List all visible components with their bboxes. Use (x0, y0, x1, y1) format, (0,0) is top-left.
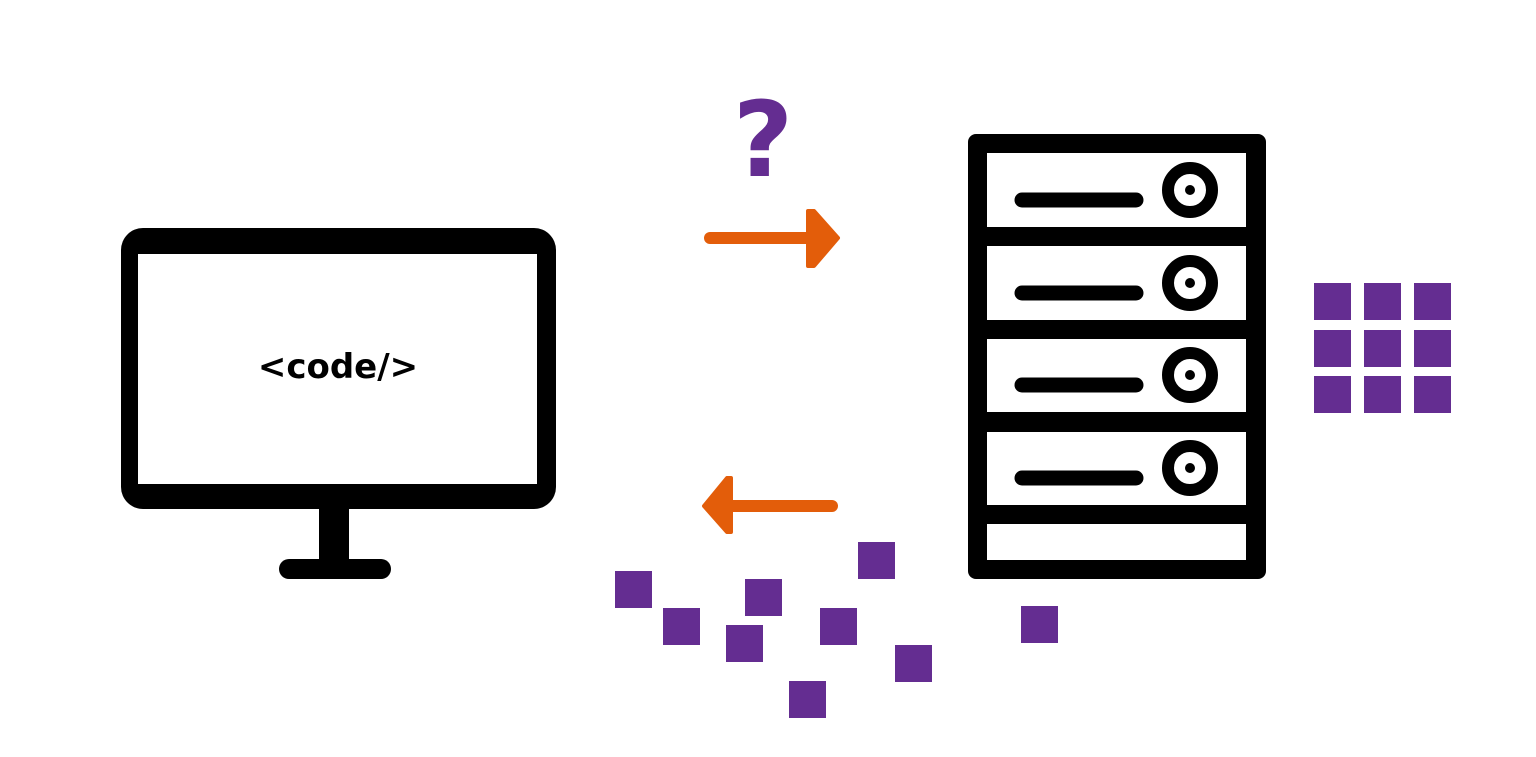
arrow-right-icon (704, 209, 840, 268)
server-rack-icon (968, 134, 1266, 579)
question-mark-icon: ? (733, 79, 793, 201)
data-cell (1314, 283, 1351, 320)
scattered-data-blocks (615, 542, 1058, 718)
drive-slot-icon (1014, 440, 1218, 496)
data-block (895, 645, 932, 682)
drive-slot-icon (1014, 347, 1218, 403)
data-cell (1364, 330, 1401, 367)
code-label: <code/> (258, 347, 418, 387)
arrow-left-icon (702, 476, 838, 534)
drive-slot-icon (1014, 162, 1218, 218)
arrow-right-head (806, 209, 840, 268)
data-block (820, 608, 857, 645)
data-block (789, 681, 826, 718)
data-block (663, 608, 700, 645)
monitor-base (279, 559, 391, 579)
data-cell (1314, 376, 1351, 413)
data-cell (1314, 330, 1351, 367)
data-cell (1414, 376, 1451, 413)
data-block (1021, 606, 1058, 643)
data-block (726, 625, 763, 662)
arrow-left-head (702, 476, 733, 534)
data-cell (1364, 283, 1401, 320)
data-cell (1414, 283, 1451, 320)
monitor-screen (138, 254, 537, 484)
monitor-neck (319, 507, 349, 563)
server-unit-empty (987, 524, 1246, 560)
data-grid-icon (1314, 283, 1451, 413)
data-cell (1364, 376, 1401, 413)
data-cell (1414, 330, 1451, 367)
data-block (858, 542, 895, 579)
drive-slot-icon (1014, 255, 1218, 311)
monitor-icon: <code/> (121, 228, 556, 579)
data-block (615, 571, 652, 608)
data-block (745, 579, 782, 616)
